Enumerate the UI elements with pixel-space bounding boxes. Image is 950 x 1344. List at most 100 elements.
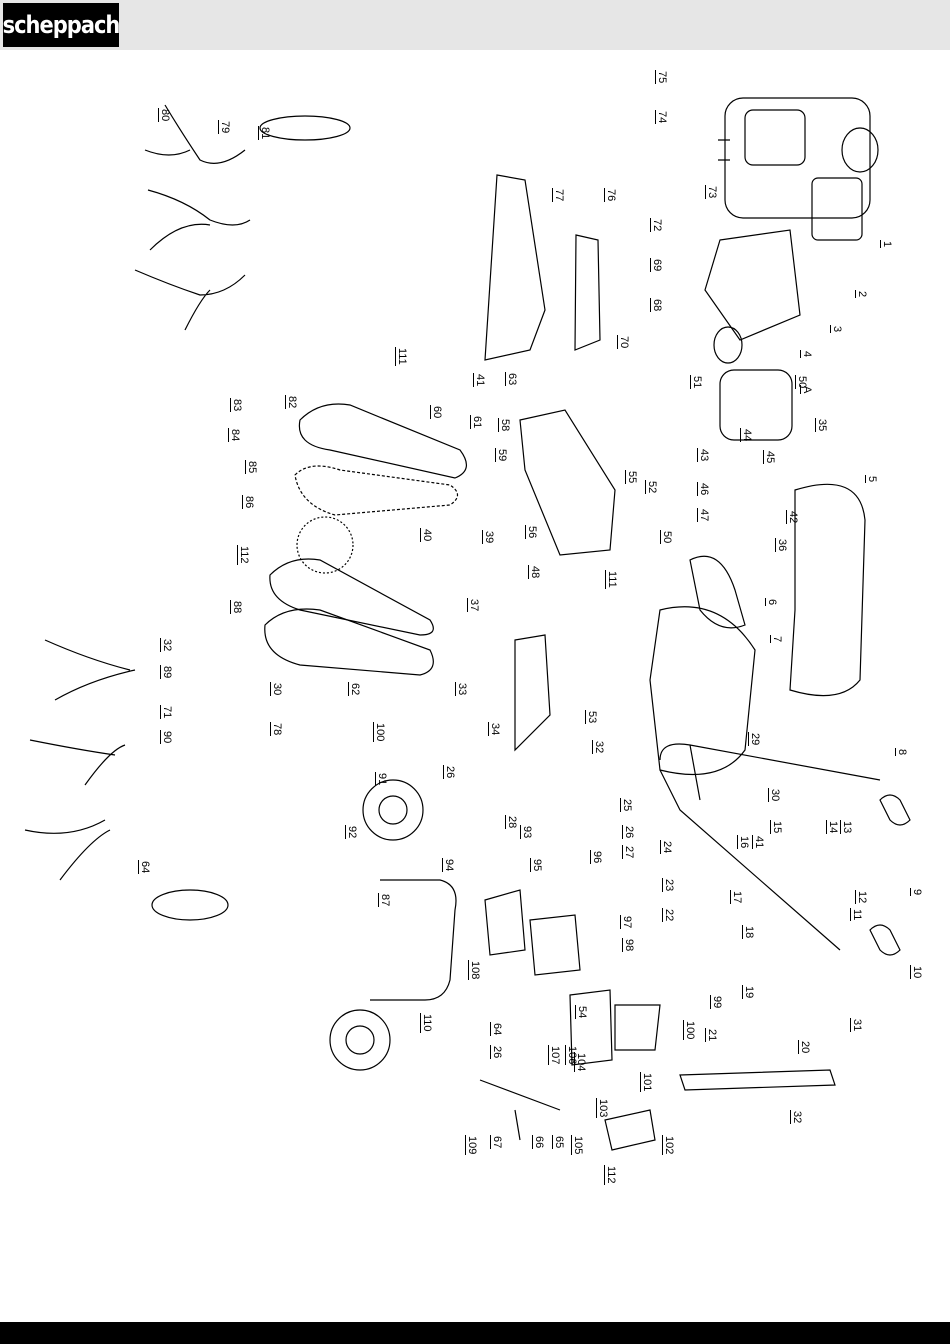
callout-55: 55 [625, 470, 638, 485]
callout-100: 100 [683, 1020, 696, 1041]
shield-plate-77 [484, 174, 546, 361]
callout-32: 32 [790, 1110, 803, 1125]
depth-rod-21 [679, 1069, 836, 1091]
callout-75: 75 [655, 70, 668, 85]
callout-100: 100 [373, 722, 386, 743]
plate-99 [614, 1004, 661, 1051]
callout-107: 107 [548, 1045, 561, 1066]
callout-32: 32 [160, 638, 173, 653]
callout-9: 9 [910, 888, 923, 897]
callout-73: 73 [705, 185, 718, 200]
wheel-lower [329, 1009, 391, 1071]
callout-74: 74 [655, 110, 668, 125]
bracket-112 [604, 1109, 656, 1151]
bracket-108 [484, 889, 526, 956]
callout-48: 48 [528, 565, 541, 580]
callout-83: 83 [230, 398, 243, 413]
callout-110: 110 [420, 1013, 433, 1033]
callout-94: 94 [442, 858, 455, 873]
callout-17: 17 [730, 890, 743, 905]
callout-26: 26 [622, 825, 635, 840]
callout-92: 92 [345, 825, 358, 840]
gearbox-drawing [713, 326, 793, 441]
callout-53: 53 [585, 710, 598, 725]
callout-36: 36 [775, 538, 788, 553]
callout-106: 106 [565, 1045, 578, 1066]
callout-26: 26 [443, 765, 456, 780]
shield-plate-76 [574, 234, 601, 351]
callout-56: 56 [525, 525, 538, 540]
callout-32: 32 [592, 740, 605, 755]
callout-21: 21 [705, 1028, 718, 1043]
wheel-upper [362, 779, 424, 841]
belt-drawing [689, 555, 746, 629]
callout-68: 68 [650, 298, 663, 313]
chain-case-inner [264, 608, 434, 676]
callout-41: 41 [473, 373, 486, 388]
callout-109: 109 [465, 1135, 478, 1156]
callout-78: 78 [270, 722, 283, 737]
callout-35: 35 [815, 418, 828, 433]
tines-lower-left [24, 639, 229, 921]
callout-69: 69 [650, 258, 663, 273]
callout-19: 19 [742, 985, 755, 1000]
callout-28: 28 [505, 815, 518, 830]
callout-105: 105 [571, 1135, 584, 1156]
parts-drawing [24, 97, 911, 1151]
callout-27: 27 [622, 845, 635, 860]
callout-A: A [800, 385, 813, 395]
callout-30: 30 [270, 682, 283, 697]
callout-33: 33 [455, 682, 468, 697]
brand-logo-text: scheppach [2, 11, 121, 39]
callout-80: 80 [158, 108, 171, 123]
callout-3: 3 [830, 325, 843, 334]
callout-81: 81 [258, 126, 271, 141]
brand-logo: scheppach [2, 3, 121, 47]
callout-4: 4 [800, 350, 813, 359]
callout-112: 112 [604, 1165, 617, 1185]
callout-97: 97 [620, 915, 633, 930]
handle-bar-drawing [659, 743, 881, 951]
callout-77: 77 [552, 188, 565, 203]
plate-34-drawing [514, 634, 551, 752]
callout-5: 5 [865, 475, 878, 484]
callout-102: 102 [662, 1135, 675, 1156]
callout-2: 2 [855, 290, 868, 299]
callout-76: 76 [604, 188, 617, 203]
callout-8: 8 [895, 748, 908, 757]
rear-cover-drawing [789, 483, 866, 697]
front-cover-drawing [649, 606, 756, 776]
callout-72: 72 [650, 218, 663, 233]
callout-23: 23 [662, 878, 675, 893]
callout-61: 61 [470, 415, 483, 430]
page-header: scheppach [0, 0, 950, 50]
bracket-54 [569, 989, 613, 1066]
callout-20: 20 [798, 1040, 811, 1055]
gasket-drawing [269, 558, 434, 636]
callout-111: 111 [605, 570, 618, 589]
callout-58: 58 [498, 418, 511, 433]
lever-assembly-109 [479, 1079, 561, 1141]
frame-bracket-drawing [519, 409, 616, 556]
callout-51: 51 [690, 375, 703, 390]
engine-drawing [718, 97, 879, 241]
callout-66: 66 [532, 1135, 545, 1150]
callout-29: 29 [748, 732, 761, 747]
callout-10: 10 [910, 965, 923, 980]
callout-15: 15 [770, 820, 783, 835]
callout-14: 14 [826, 820, 839, 835]
callout-34: 34 [488, 722, 501, 737]
callout-37: 37 [467, 598, 480, 613]
callout-82: 82 [285, 395, 298, 410]
callout-62: 62 [348, 682, 361, 697]
callout-98: 98 [622, 938, 635, 953]
handle-grip-10 [869, 924, 901, 956]
sprocket-drawing [296, 516, 354, 574]
callout-42: 42 [786, 510, 799, 525]
callout-99: 99 [710, 995, 723, 1010]
callout-41: 41 [752, 835, 765, 850]
callout-89: 89 [160, 665, 173, 680]
callout-50: 50 [660, 530, 673, 545]
callout-47: 47 [697, 508, 710, 523]
callout-1: 1 [880, 240, 893, 249]
